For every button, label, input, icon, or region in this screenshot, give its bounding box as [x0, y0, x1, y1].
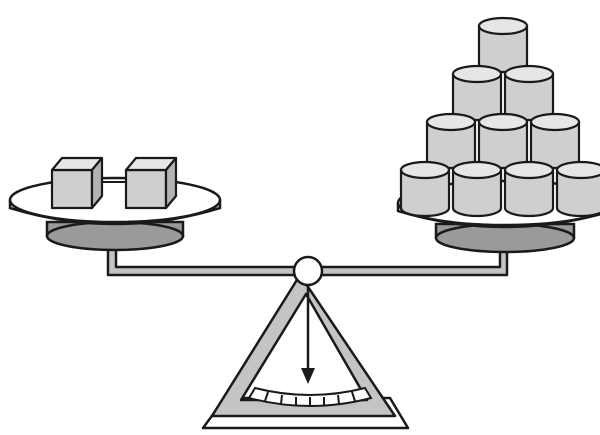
scale-pivot	[294, 257, 322, 285]
can-stack	[401, 18, 600, 216]
left-pan	[10, 178, 220, 250]
can-4	[427, 114, 475, 168]
cube-1	[52, 158, 102, 208]
can-3	[505, 66, 553, 120]
can-6	[531, 114, 579, 168]
can-2	[453, 66, 501, 120]
can-5	[479, 114, 527, 168]
can-10	[557, 162, 600, 216]
can-7	[401, 162, 449, 216]
can-8	[453, 162, 501, 216]
can-1	[479, 18, 527, 72]
pointer-arrowhead-icon	[301, 368, 315, 384]
cube-2	[126, 158, 176, 208]
can-9	[505, 162, 553, 216]
